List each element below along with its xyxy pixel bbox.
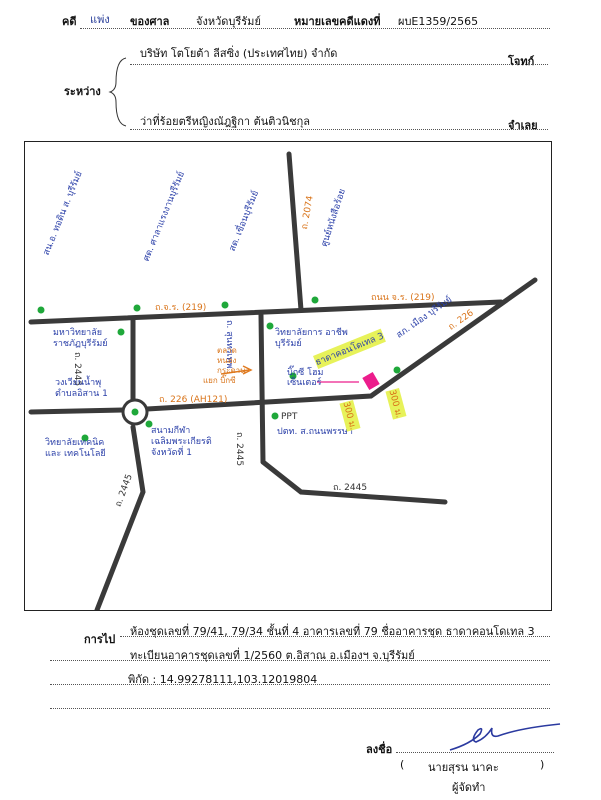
label-tech-college: วิทยาลัยเทคนิค และ เทคโนโลยี [45, 438, 106, 459]
red-case-number: ผบE1359/2565 [398, 15, 479, 28]
plaintiff-role: โจทก์ [508, 55, 535, 68]
route-label: การไป [84, 633, 116, 646]
plaintiff-dotted-line [130, 64, 548, 65]
court-name: จังหวัดบุรีรัมย์ [196, 15, 261, 28]
case-label: คดี [62, 15, 77, 28]
label-road-2445-east: ถ. 2445 [333, 483, 368, 493]
landmark-dot [145, 420, 153, 428]
between-label: ระหว่าง [64, 85, 101, 98]
direction-arrow-head [242, 365, 253, 375]
label-university: มหาวิทยาลัย ราชภัฏบุรีรัมย์ [53, 328, 108, 349]
route-line-3: พิกัด : 14.99278111,103.12019804 [128, 673, 318, 686]
location-map: สน.อ. ทอดิน ส. บุรีรัมย์ ศด. ศาลาแรงงานบ… [24, 141, 552, 611]
signature-dotted-line [396, 752, 554, 753]
between-bracket [108, 57, 127, 127]
route-dotted-line-1 [120, 636, 550, 637]
case-type: แพ่ง [90, 13, 110, 26]
landmark-dot [266, 322, 274, 330]
sign-label: ลงชื่อ [366, 743, 393, 756]
defendant-role: จำเลย [508, 119, 538, 132]
defendant-dotted-line [130, 129, 548, 130]
defendant-name: ว่าที่ร้อยตรีหญิงณัฎฐิกา ต้นติวนิชกุล [140, 115, 310, 128]
landmark-dot [37, 306, 45, 314]
label-vocational-college: วิทยาลัยการ อาชีพบุรีรัมย์ [275, 328, 348, 349]
label-arrow-dest: แยก บิ๊กซี [203, 376, 236, 385]
route-line-2: ทะเบียนอาคารชุดเลขที่ 1/2560 ต.อิสาณ อ.เ… [130, 649, 415, 662]
road-network [28, 151, 538, 610]
signer-role: ผู้จัดทำ [452, 781, 486, 794]
signer-name: นายสุรน นาคะ [428, 761, 499, 774]
road-219 [28, 299, 504, 325]
header-dotted-line [80, 28, 550, 29]
landmark-dot [271, 412, 279, 420]
landmark-dot [133, 304, 141, 312]
label-circle-name: วงเวียนน้ำพุ ตำบลอิสาน 1 [55, 378, 108, 399]
landmark-dot [117, 328, 125, 336]
road-226-east [144, 277, 538, 412]
paren-open: ( [400, 758, 405, 771]
red-case-label: หมายเลขคดีแดงที่ [294, 15, 381, 28]
landmark-dot [221, 301, 229, 309]
target-condo-marker [362, 371, 380, 391]
signature-mark [449, 723, 561, 751]
road-226-west [28, 407, 126, 415]
label-road-2445-mid: ถ. 2445 [234, 432, 244, 467]
route-line-1: ห้องชุดเลขที่ 79/41, 79/34 ชั้นที่ 4 อาค… [130, 625, 535, 638]
road-2074 [286, 151, 304, 313]
label-road-219-right: ถนน จ.ร. (219) [371, 293, 435, 303]
label-road-226-mid: ถ. 226 (AH121) [159, 395, 228, 405]
label-stadium: สนามกีฬาเฉลิมพระเกียรติ จังหวัดที่ 1 [151, 426, 212, 458]
road-2445-east [260, 459, 448, 505]
landmark-dot [311, 296, 319, 304]
road-sunthorn [258, 312, 266, 465]
label-road-219-top: ถ.จ.ร. (219) [155, 303, 207, 313]
label-market: ตลาด หนองกระดาน [217, 346, 246, 375]
landmark-dot [131, 408, 139, 416]
label-ptt-office: ปตท. ส.ถนนพรรษา [277, 427, 353, 437]
plaintiff-name: บริษัท โตโยต้า ลีสซิ่ง (ประเทศไทย) จำกัด [140, 47, 338, 60]
route-dotted-line-3 [50, 684, 550, 685]
label-ppt: PPT [281, 412, 298, 422]
paren-close: ) [540, 758, 545, 771]
route-dotted-line-2 [50, 660, 550, 661]
road-2445-south [94, 424, 146, 610]
landmark-dot [81, 434, 89, 442]
direction-arrow [220, 369, 250, 375]
landmark-dot [393, 366, 401, 374]
court-label: ของศาล [130, 15, 170, 28]
route-dotted-line-4 [50, 708, 550, 709]
label-big-c: บิ๊กซี โฮม เซ็นเตอร์ [287, 368, 324, 388]
landmark-dot [289, 372, 297, 380]
